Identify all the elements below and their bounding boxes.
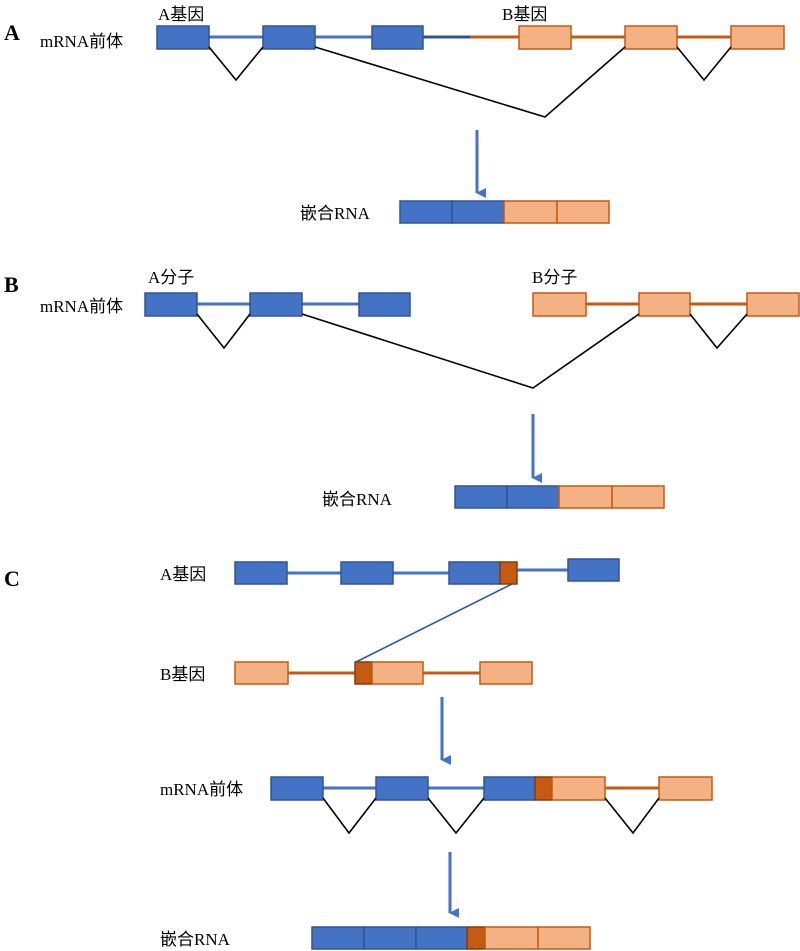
chimeric-exon-b [611, 485, 665, 509]
splice-junction [208, 46, 264, 82]
exon-b2 [551, 776, 606, 801]
splice-junction [604, 797, 660, 835]
shared-sequence-block [534, 776, 553, 801]
chimeric-exon-a [311, 926, 365, 950]
panel-b-chimeric-label: 嵌合RNA [322, 490, 393, 509]
panel-b-premrna-label: mRNA前体 [40, 297, 123, 316]
panel-b-molecule-a-label: A分子 [148, 268, 194, 287]
panel-b: B mRNA前体 A分子 B分子 嵌合RNA [4, 268, 800, 509]
panel-c-letter: C [4, 566, 20, 591]
exon-a3 [371, 25, 424, 50]
panel-a-premrna-label: mRNA前体 [40, 32, 123, 51]
splice-junction [322, 797, 377, 835]
chimeric-exon-a [399, 200, 453, 224]
panel-c: C A基因 B基因 mRNA前体 [4, 558, 713, 950]
chimeric-exon-a [363, 926, 417, 950]
exon-a3 [448, 561, 501, 585]
exon-a1 [156, 25, 210, 50]
panel-b-molecule-b-label: B分子 [532, 268, 577, 287]
exon-b2 [624, 25, 678, 50]
exon-b2 [371, 661, 424, 685]
shared-sequence-block [466, 926, 486, 950]
panel-c-gene-b-label: B基因 [160, 665, 205, 684]
panel-a-letter: A [4, 20, 20, 45]
exon-b3 [479, 661, 533, 685]
panel-a: A mRNA前体 A基因 B基因 嵌合RNA [4, 5, 785, 224]
panel-c-gene-a-label: A基因 [160, 565, 206, 584]
exon-a3 [483, 776, 536, 801]
chimeric-exon-b [558, 485, 613, 509]
exon-a2 [262, 25, 316, 50]
trans-splice-junction [301, 313, 640, 389]
panel-c-chimeric-label: 嵌合RNA [160, 930, 231, 949]
splice-junction [689, 313, 748, 350]
exon-a2 [340, 561, 394, 585]
panel-c-premrna-label: mRNA前体 [160, 780, 243, 799]
chimeric-exon-b [537, 926, 591, 950]
exon-a2 [375, 776, 429, 801]
panel-a-gene-a-label: A基因 [158, 5, 204, 24]
exon-b2 [638, 292, 691, 317]
splice-junction [196, 313, 251, 350]
shared-sequence-block [354, 661, 373, 685]
chimeric-exon-a [506, 485, 560, 509]
chimeric-exon-a [415, 926, 468, 950]
chimeric-exon-a [454, 485, 508, 509]
exon-b1 [518, 25, 572, 50]
panel-b-letter: B [4, 272, 19, 297]
exon-b3 [730, 25, 785, 50]
exon-a1 [234, 561, 288, 585]
shared-sequence-block [499, 561, 518, 585]
panel-a-gene-b-label: B基因 [502, 5, 547, 24]
exon-b1 [532, 292, 587, 317]
trans-splice-junction [314, 46, 626, 118]
exon-a4 [567, 558, 620, 582]
panel-a-chimeric-label: 嵌合RNA [300, 204, 371, 223]
exon-a1 [144, 292, 198, 317]
chimeric-exon-b [484, 926, 539, 950]
chimeric-exon-b [503, 200, 558, 224]
exon-b1 [234, 661, 289, 685]
splice-junction [676, 46, 732, 82]
exon-b3 [746, 292, 800, 317]
splice-junction [427, 797, 485, 835]
exon-a1 [270, 776, 324, 801]
chimeric-exon-b [556, 200, 610, 224]
recombination-line [355, 583, 513, 663]
exon-a3 [358, 292, 411, 317]
exon-b3 [658, 776, 713, 801]
exon-a2 [249, 292, 303, 317]
chimeric-exon-a [451, 200, 505, 224]
